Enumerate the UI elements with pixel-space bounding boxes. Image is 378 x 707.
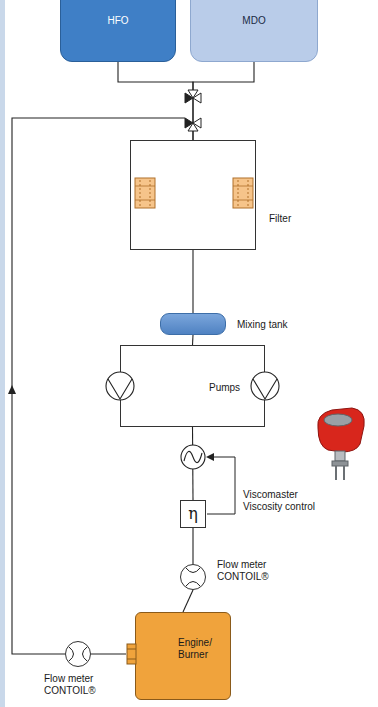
node-label: η (188, 505, 198, 523)
mixing-tank: Mixing tank (160, 313, 226, 335)
heater-symbol (181, 445, 205, 469)
control-loop (206, 453, 235, 514)
node-caption: Mixing tank (237, 319, 317, 331)
fuel-tank: MDO (190, 0, 318, 62)
node-label: HFO (107, 15, 128, 27)
filter-box: Filter (130, 140, 256, 250)
flow-meter: Flow meter CONTOIL® (180, 564, 206, 590)
side-band (0, 0, 5, 707)
node-caption: Engine/ Burner (178, 637, 226, 661)
flow-arrowhead (8, 385, 16, 394)
flow-meter: Flow meter CONTOIL® (65, 641, 91, 667)
pipe-line (118, 62, 193, 140)
pump-unit: Pumps (120, 345, 265, 427)
node-caption: Pumps (209, 382, 245, 394)
pipe-line (91, 653, 126, 654)
three-way-valve (185, 90, 201, 103)
fuel-tank: HFO (60, 0, 176, 62)
filter-element (135, 178, 155, 208)
engine-flange (127, 644, 136, 664)
pump-symbol (106, 372, 134, 400)
flow-meter-symbol (69, 647, 87, 661)
viscosity-sensor: ηViscomaster Viscosity control (180, 500, 206, 528)
pipe-line (192, 528, 193, 564)
pipe-line (192, 250, 193, 313)
pump-symbol (251, 372, 279, 400)
pipe-line (193, 62, 254, 140)
pipe-line (12, 118, 185, 654)
viscosity-transmitter (318, 408, 364, 480)
pipe-line (192, 335, 194, 345)
engine-burner: Engine/ Burner (135, 612, 231, 700)
node-caption: Flow meter CONTOIL® (217, 559, 283, 583)
node-caption: Flow meter CONTOIL® (44, 673, 114, 697)
node-caption: Viscomaster Viscosity control (243, 489, 327, 513)
pipe-line (192, 427, 194, 500)
node-label: MDO (242, 15, 265, 27)
flow-meter-symbol (186, 568, 200, 586)
filter-element (233, 178, 253, 208)
pipe-line (183, 590, 193, 612)
three-way-valve (185, 118, 201, 131)
node-caption: Filter (269, 213, 329, 225)
